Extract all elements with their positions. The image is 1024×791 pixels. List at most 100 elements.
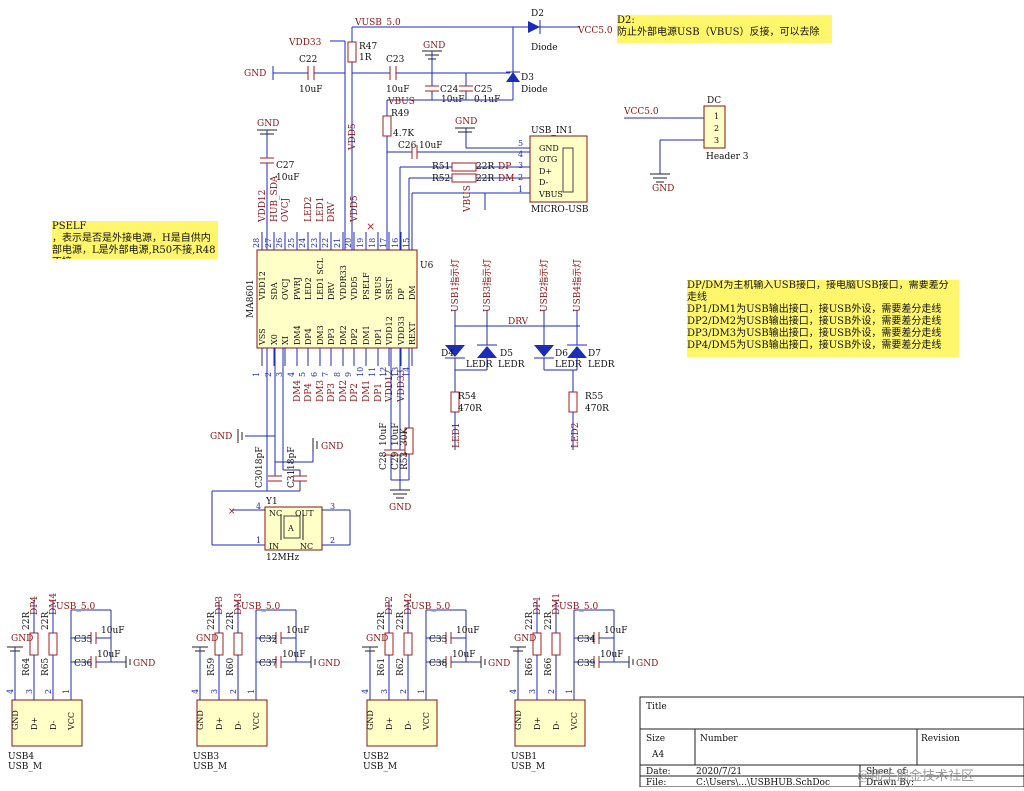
dc-ref: DC <box>707 96 721 106</box>
y1-center-label: A <box>287 524 294 533</box>
resistor-r49: R49 4.7K <box>382 100 414 250</box>
note-usb-line-5: DP3/DM3为USB输出接口，接USB外设，需要差分走线 <box>687 328 942 339</box>
u6-top-net-0: VDD12 <box>258 190 268 223</box>
port-2-ctop-ref: C32 <box>259 635 277 645</box>
bottom-caps-u6: GND C28 10uF C29 10uF R53 30K <box>379 348 414 513</box>
title-block: Title Size A4 Number Revision Date: 2020… <box>639 696 1024 788</box>
caps-gnd: GND <box>389 503 411 513</box>
u6-top-pin-10: VBUS <box>374 276 383 301</box>
d4-ref: D4 <box>441 349 454 359</box>
u6-value: MA8601 <box>246 279 256 318</box>
u6-top-pin-12: DP <box>397 288 406 300</box>
dc-pin-1: 1 <box>714 112 719 121</box>
diode-d2: D2 Diode VCC5.0 <box>513 9 613 53</box>
u6-bot-num-6: 7 <box>321 372 330 377</box>
dc-pin-2: 2 <box>714 124 719 133</box>
c30-value: 18pF <box>255 447 265 470</box>
port-4-value: USB_M <box>511 762 545 772</box>
resistor-r51: R51 22R DP <box>432 162 511 172</box>
tb-size-label: Size <box>646 734 665 744</box>
note-usb: DP/DM为主机输入USB接口，接电脑USB接口，需要差分 走线 DP1/DM1… <box>687 280 959 357</box>
capacitor-c26: C26 10uF <box>387 141 466 159</box>
net-vbus-top: VBUS <box>387 97 415 107</box>
port-2-cbot-ref: C37 <box>259 659 278 669</box>
port-1-cbot-ref: C36 <box>74 659 93 669</box>
r51-ref: R51 <box>432 162 450 172</box>
port-3-pin-3: VCC <box>422 712 431 731</box>
u6-top-num-8: 20 <box>344 238 353 248</box>
port-2-net-p: DP3 <box>215 596 225 615</box>
capacitor-c22: GND C22 10uF <box>244 55 345 95</box>
u6-bot-num-12: 13 <box>391 367 400 377</box>
crystal-y1: × A NC OUT IN NC 4 3 1 2 Y1 12MHz <box>211 490 351 563</box>
dc-header: VCC5.0 GND DC 1 2 3 Header 3 <box>623 96 749 194</box>
r54-net: LED1 <box>452 423 462 449</box>
c29-ref: C29 <box>391 451 401 470</box>
y1-num-2: 2 <box>330 536 335 545</box>
port-1-ctop-value: 10uF <box>101 626 125 636</box>
c27-ref: C27 <box>276 161 295 171</box>
port-1-net-m: DM4 <box>49 593 59 615</box>
note-d2: D2: 防止外部电源USB（VBUS）反接，可以去除 <box>617 15 832 43</box>
note-usb-line-3: DP1/DM1为USB输出接口，接USB外设，需要差分走线 <box>687 304 942 315</box>
port-2-value: USB_M <box>193 762 227 772</box>
port-1-value: USB_M <box>8 762 42 772</box>
dc-vcc-label: VCC5.0 <box>623 107 659 117</box>
u6-top-num-1: 27 <box>264 238 273 248</box>
capacitor-c27: GND C27 10uF <box>257 119 300 250</box>
port-4-pin-2: D- <box>552 720 561 730</box>
r54-ref: R54 <box>458 392 477 402</box>
led-section: DRV USB1指示灯 USB3指示灯 USB2指示灯 USB4指示灯 D4 L… <box>441 259 615 450</box>
u6-bot-net-9: DM1 <box>362 380 372 402</box>
port-1-net-p: DP4 <box>30 596 40 615</box>
r49-ref: R49 <box>391 109 410 119</box>
dc-pin-3: 3 <box>714 136 719 145</box>
u6-bot-pin-4: DP4 <box>304 328 313 345</box>
tb-revision-label: Revision <box>921 734 960 744</box>
y1-ref: Y1 <box>265 497 278 507</box>
d5-value: LEDR <box>498 360 525 370</box>
d6-ref: D6 <box>555 349 568 359</box>
u6-top-net-2: OVCJ <box>281 197 291 222</box>
r53-value: 30K <box>400 428 410 446</box>
port-2-r1-value: 22R <box>207 612 217 630</box>
u6-bot-net-4: DP4 <box>304 383 314 402</box>
r54-value: 470R <box>458 404 482 414</box>
port-4-ref: USB1 <box>511 752 537 762</box>
c27-value: 10uF <box>276 173 300 183</box>
tb-title-label: Title <box>646 702 667 712</box>
port-2-cap-gnd: GND <box>318 659 340 669</box>
port-1-r2-value: 22R <box>41 612 51 630</box>
u6-bot-num-10: 11 <box>368 367 377 377</box>
note-pself-title: PSELF <box>52 221 87 232</box>
port-1-r1-value: 22R <box>22 612 32 630</box>
port-1-num-2: 2 <box>44 689 53 694</box>
u6-bot-pin-2: XI <box>281 336 290 345</box>
u6-bot-num-13: 14 <box>402 367 411 377</box>
dc-gnd-label: GND <box>652 184 674 194</box>
r53-ref: R53 <box>400 451 410 470</box>
tb-date-value: 2020/7/21 <box>696 767 742 777</box>
u6-bot-num-4: 5 <box>298 372 307 377</box>
d7-value: LEDR <box>588 360 615 370</box>
c30-ref: C30 <box>255 469 265 488</box>
port-3-vcc: USB_5.0 <box>411 602 450 612</box>
u6-bot-net-5: DM3 <box>316 380 326 402</box>
port-4-num-1: 3 <box>528 689 537 694</box>
port-2-r2-value: 22R <box>226 612 236 630</box>
port-1-pin-3: VCC <box>67 712 76 731</box>
tb-drawn-label: Drawn By: <box>866 778 914 787</box>
u6-top-pin-13: DM <box>408 285 417 300</box>
port-3-ctop-ref: C33 <box>429 635 448 645</box>
y1-pin-nc1: NC <box>269 509 282 518</box>
usb-in-pin-gnd: GND <box>539 144 559 153</box>
note-usb-line-6: DP4/DM5为USB输出接口，接USB外设，需要差分走线 <box>687 340 942 351</box>
diode-d3: D3 Diode <box>506 27 548 100</box>
port-2-cbot-value: 10uF <box>282 650 306 660</box>
r55-value: 470R <box>585 404 609 414</box>
c26-ref: C26 <box>398 141 417 151</box>
port-4-gnd: GND <box>514 634 536 644</box>
